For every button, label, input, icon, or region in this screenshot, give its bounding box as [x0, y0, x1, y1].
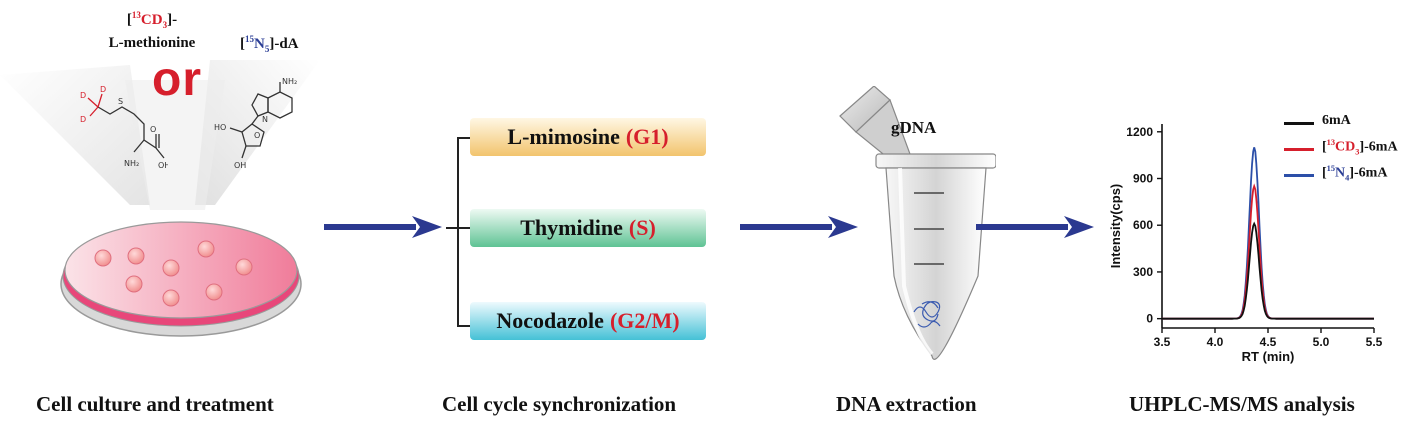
deoxyadenosine-structure-icon: NH₂ N HO OH O: [214, 78, 297, 170]
condition-box-g2m: Nocodazole(G2/M): [470, 302, 706, 340]
dA-reagent-label: [15N5]-dA: [240, 34, 299, 54]
legend-label-15N4: [15N4]-6mA: [1322, 164, 1388, 183]
svg-text:D: D: [80, 91, 86, 100]
y-tick-label: 900: [1133, 172, 1153, 186]
petri-dish-icon: [60, 221, 302, 337]
chromatogram-chart: 0 300 600 900 1200 3.5 4.0 4.5 5.0 5.5 RT (min) Int…: [1110, 124, 1383, 364]
y-tick-label: 300: [1133, 265, 1153, 279]
svg-text:D: D: [80, 115, 86, 124]
x-axis-label: RT (min): [1242, 349, 1295, 364]
condition-box-s: Thymidine(S): [470, 209, 706, 247]
branch-bracket: [446, 137, 474, 327]
svg-text:OH: OH: [158, 161, 168, 170]
gdna-label: gDNA: [891, 118, 937, 137]
arrow-right-icon: [324, 216, 442, 238]
legend-swatch-13CD3: [1284, 148, 1314, 151]
microcentrifuge-tube-icon: [839, 86, 996, 360]
stage1-caption: Cell culture and treatment: [36, 392, 274, 416]
series-line-6mA: [1162, 221, 1374, 320]
stage4-caption: UHPLC-MS/MS analysis: [1129, 392, 1355, 416]
x-tick-label: 5.5: [1366, 335, 1383, 349]
legend-label-13CD3: [13CD3]-6mA: [1322, 138, 1398, 157]
arrow-right-icon: [740, 216, 858, 238]
x-tick-label: 5.0: [1313, 335, 1330, 349]
legend-swatch-15N4: [1284, 174, 1314, 177]
y-tick-label: 600: [1133, 218, 1153, 232]
stage3-caption: DNA extraction: [836, 392, 977, 416]
svg-text:NH₂: NH₂: [124, 159, 139, 168]
methionine-structure-icon: D D D S NH₂ O OH: [80, 85, 168, 170]
legend-label-6mA: 6mA: [1322, 113, 1351, 128]
x-tick-label: 4.0: [1207, 335, 1224, 349]
svg-text:HO: HO: [214, 123, 226, 132]
svg-text:D: D: [100, 85, 106, 94]
legend-swatch-6mA: [1284, 122, 1314, 125]
y-tick-label: 0: [1146, 312, 1153, 326]
svg-text:S: S: [118, 97, 123, 106]
or-label: or: [152, 53, 202, 106]
svg-text:OH: OH: [234, 161, 246, 170]
svg-text:N: N: [262, 115, 268, 124]
condition-box-g1: L-mimosine(G1): [470, 118, 706, 156]
x-tick-label: 4.5: [1260, 335, 1277, 349]
y-tick-label: 1200: [1126, 125, 1153, 139]
svg-text:NH₂: NH₂: [282, 78, 297, 86]
arrow-right-icon: [976, 216, 1094, 238]
x-tick-label: 3.5: [1154, 335, 1171, 349]
svg-text:O: O: [254, 131, 260, 140]
series-line-[13CD3]-6mA: [1162, 183, 1374, 320]
y-axis-label: Intensity(cps): [1110, 184, 1123, 269]
methionine-reagent-label: [13CD3]- L-methionine: [108, 10, 196, 51]
svg-text:O: O: [150, 125, 156, 134]
stage2-caption: Cell cycle synchronization: [442, 392, 677, 416]
